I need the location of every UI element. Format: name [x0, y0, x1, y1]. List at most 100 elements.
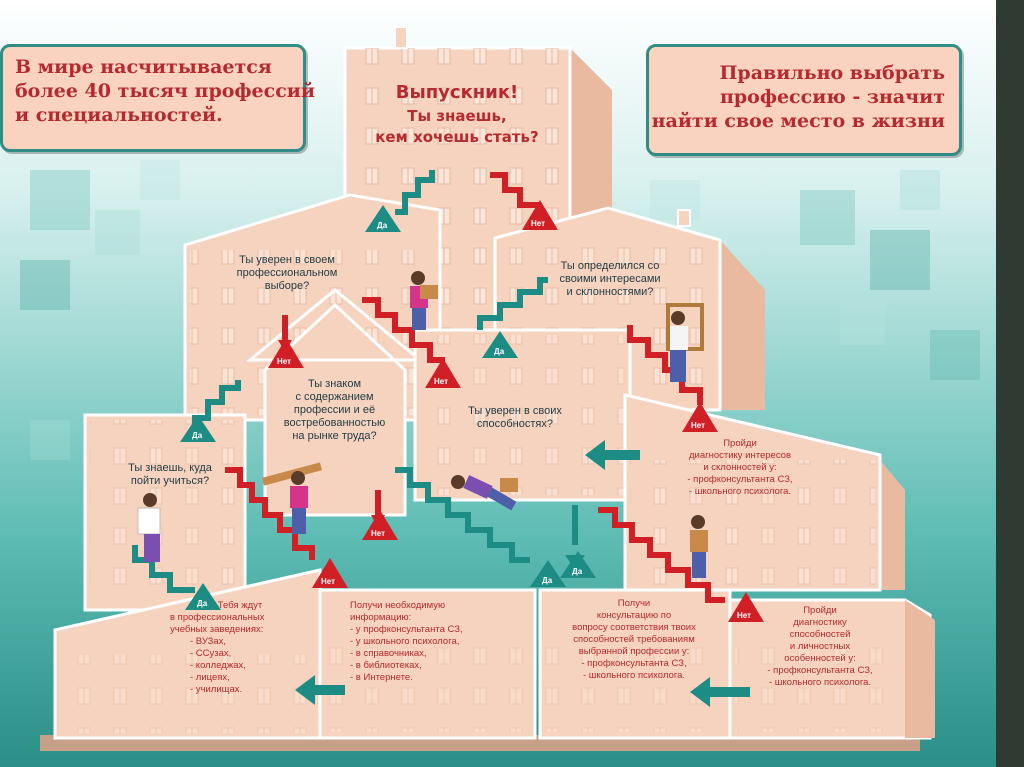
center-title: Выпускник!	[396, 82, 519, 103]
question-line: и склонностями?	[566, 286, 654, 298]
building-inner-house	[245, 288, 425, 517]
center-subtitle-line: Ты знаешь,	[407, 107, 507, 125]
no-markers	[268, 200, 764, 622]
info-line: - в справочниках,	[350, 648, 427, 659]
info-diagnostics-interests: Пройди диагностику интересов и склонност…	[655, 438, 825, 498]
center-subtitle-line: кем хочешь стать?	[375, 128, 539, 146]
info-consultation: Получи консультацию по вопросу соответст…	[543, 598, 725, 682]
building-right-low	[623, 393, 905, 592]
info-line: - училищах.	[190, 684, 243, 695]
info-line: - в Интернете.	[350, 672, 413, 683]
question-line: профессиональном	[236, 267, 338, 279]
question-line: Ты уверен в своем	[239, 254, 335, 266]
info-line: Тебя ждут	[217, 600, 263, 611]
marker-labels: Да Да Да Да Да Да Нет Нет Нет Нет Нет Не…	[192, 219, 751, 620]
figure-with-frame	[666, 303, 704, 382]
info-line: - колледжах,	[190, 660, 246, 671]
info-line: Получи необходимую	[350, 600, 446, 611]
info-line: - школьного психолога.	[769, 677, 871, 688]
question-line: Ты знаешь, куда	[128, 462, 212, 474]
info-line: способностей требованиям	[573, 634, 695, 645]
callout-line: Правильно выбрать	[719, 62, 945, 84]
figure-carrying-plank	[261, 462, 323, 534]
info-line: вопросу соответствия твоих	[572, 622, 696, 633]
info-line: - лицеях,	[190, 672, 230, 683]
info-line: Пройди	[803, 605, 837, 616]
info-line: - ВУЗах,	[190, 636, 227, 647]
yes-label: Да	[192, 431, 203, 440]
callout-line: более 40 тысяч профессий	[15, 80, 315, 102]
info-line: диагностику	[793, 617, 847, 628]
info-line: - школьного психолога.	[689, 486, 791, 497]
callout-line: профессию - значит	[719, 86, 945, 108]
yes-label: Да	[494, 347, 505, 356]
info-line: - ССузах,	[190, 648, 232, 659]
info-line: - у школьного психолога,	[350, 636, 460, 647]
no-stairs	[225, 172, 725, 603]
question-line: способностях?	[477, 418, 553, 430]
question-line: на рынке труда?	[292, 430, 377, 442]
info-line: в профессиональных	[170, 612, 265, 623]
info-get-information: Получи необходимую информацию: - у профк…	[350, 600, 520, 684]
question-line: Ты определился со	[560, 260, 660, 272]
no-label: Нет	[691, 421, 705, 430]
callout-choose-profession: Правильно выбрать профессию - значит най…	[646, 44, 962, 156]
yes-stairs	[132, 170, 578, 593]
no-label: Нет	[321, 577, 335, 586]
question-familiar-profession: Ты знаком с содержанием профессии и её в…	[272, 378, 397, 443]
info-line: информацию:	[350, 612, 412, 623]
info-line: - школьного психолога.	[583, 670, 685, 681]
callout-line: и специальностей.	[15, 104, 223, 126]
info-line: Пройди	[723, 438, 757, 449]
question-line: профессии и её	[293, 404, 376, 416]
yes-label: Да	[542, 576, 553, 585]
question-line: Ты знаком	[307, 378, 362, 390]
question-line: своими интересами	[559, 273, 661, 285]
info-line: - профконсультанта СЗ,	[687, 474, 793, 485]
info-line: - в библиотеках,	[350, 660, 422, 671]
info-line: и склонностей у:	[703, 462, 777, 473]
no-label: Нет	[531, 219, 545, 228]
question-line: выборе?	[264, 280, 310, 292]
background-squares	[20, 160, 980, 460]
info-educational-institutions: Тебя ждут в профессиональных учебных зав…	[170, 600, 310, 696]
question-confident-choice: Ты уверен в своем профессиональном выбор…	[222, 254, 352, 293]
info-line: учебных заведениях:	[170, 624, 264, 635]
question-line: востребованностью	[283, 417, 386, 429]
no-label: Нет	[737, 611, 751, 620]
figure-falling	[451, 475, 518, 511]
no-label: Нет	[434, 377, 448, 386]
info-line: диагностику интересов	[688, 450, 792, 461]
callout-professions-count: В мире насчитывается более 40 тысяч проф…	[0, 44, 315, 152]
yes-label: Да	[377, 221, 388, 230]
question-interests: Ты определился со своими интересами и ск…	[545, 260, 675, 299]
info-diagnostics-abilities: Пройди диагностику способностей и личнос…	[745, 605, 895, 689]
info-line: - профконсультанта СЗ,	[581, 658, 687, 669]
callout-line: найти свое место в жизни	[651, 110, 945, 132]
question-line: пойти учиться?	[130, 475, 210, 487]
info-line: способностей	[789, 629, 851, 640]
info-line: - у профконсультанта СЗ,	[350, 624, 463, 635]
figure-reading	[137, 493, 161, 562]
yes-label: Да	[572, 567, 583, 576]
yes-markers	[180, 205, 596, 610]
figure-carrying-boxes	[410, 271, 438, 330]
building-bottom-row	[53, 568, 935, 740]
building-left-low	[83, 413, 247, 612]
question-line: с содержанием	[295, 391, 374, 403]
question-line: Ты уверен в своих	[468, 405, 562, 417]
info-line: Получи	[617, 598, 651, 609]
info-line: консультацию по	[596, 610, 672, 621]
building-center	[413, 328, 632, 502]
no-label: Нет	[371, 529, 385, 538]
info-line: - профконсультанта СЗ,	[767, 665, 873, 676]
dark-edge	[996, 0, 1024, 767]
yes-label: Да	[197, 599, 208, 608]
question-abilities: Ты уверен в своих способностях?	[450, 405, 580, 431]
callout-line: В мире насчитывается	[15, 56, 272, 78]
info-line: и личностных	[789, 641, 851, 652]
info-line: особенностей у:	[784, 653, 856, 664]
no-label: Нет	[277, 357, 291, 366]
figure-climbing	[690, 515, 708, 578]
